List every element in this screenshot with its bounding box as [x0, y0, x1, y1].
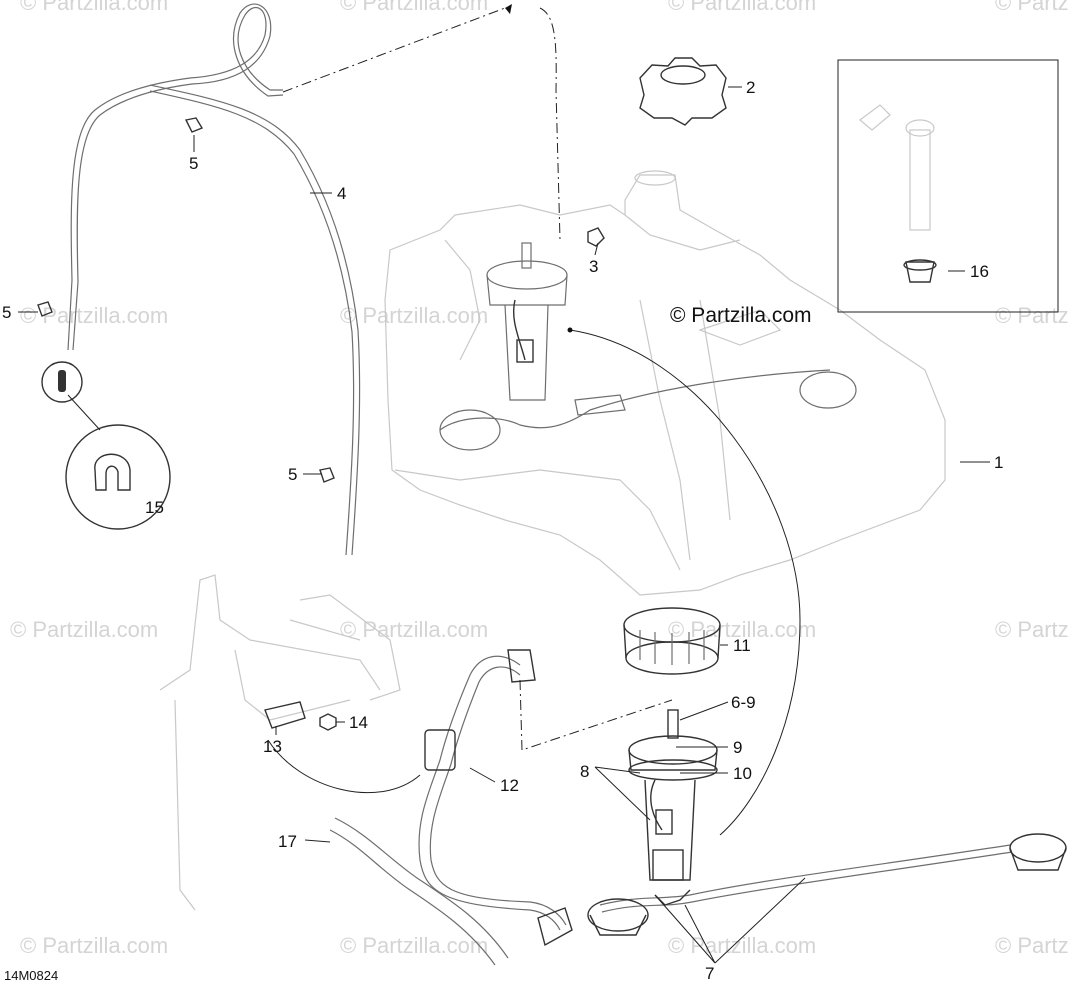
watermark: © Partzilla.com [668, 617, 816, 642]
watermark: © Partzilla.com [340, 617, 488, 642]
callout-16: 16 [970, 262, 989, 281]
callout-6-9: 6-9 [731, 693, 756, 712]
watermark: © Partzilla.com [995, 933, 1068, 958]
watermark: © Partzilla.com [340, 303, 488, 328]
callout-13: 13 [263, 737, 282, 756]
callouts: 1 2 3 4 5 5 5 6-9 7 8 9 10 11 12 13 14 1… [2, 78, 1003, 983]
watermark: © Partzilla.com [995, 0, 1068, 15]
watermark: © Partzilla.com [995, 303, 1068, 328]
vent-elbow [587, 227, 605, 247]
callout-4: 4 [337, 184, 346, 203]
callout-5: 5 [2, 303, 11, 322]
hose-clip [37, 301, 53, 317]
callout-17: 17 [278, 832, 297, 851]
watermark: © Partzilla.com [340, 933, 488, 958]
watermark: © Partzilla.com [20, 933, 168, 958]
fuel-pump-assembly [587, 709, 1067, 936]
hose [329, 817, 509, 966]
vehicle-frame [159, 574, 401, 911]
detail-leader [67, 394, 101, 431]
callout-11: 11 [733, 636, 751, 655]
hose-clip [184, 117, 204, 133]
callout-14: 14 [349, 713, 368, 732]
copyright-text: © Partzilla.com [670, 304, 812, 327]
watermark: © Partzilla.com [10, 617, 158, 642]
callout-15: 15 [145, 498, 164, 517]
diagram-code: 14M0824 [4, 968, 58, 983]
callout-7: 7 [705, 964, 714, 983]
callout-10: 10 [733, 764, 752, 783]
callout-5: 5 [288, 465, 297, 484]
watermark: © Partzilla.com [340, 0, 488, 15]
inset-box [837, 59, 1059, 313]
fuel-tank [384, 170, 946, 596]
detail-circle-small [41, 361, 83, 403]
callout-1: 1 [994, 453, 1003, 472]
hose-clip [319, 467, 335, 483]
installed-pump-ghost [439, 242, 857, 451]
detail-circle-large [65, 424, 171, 530]
assembly-lines [282, 4, 801, 836]
watermark: © Partzilla.com [668, 0, 816, 15]
watermark: © Partzilla.com [20, 0, 168, 15]
gas-cap [639, 57, 727, 126]
callout-8: 8 [580, 762, 589, 781]
fuel-filter-hose [418, 649, 573, 947]
watermark: © Partzilla.com [995, 617, 1068, 642]
callout-9: 9 [733, 738, 742, 757]
watermark-layer: © Partzilla.com © Partzilla.com © Partzi… [10, 0, 1068, 958]
fuel-line-hose [67, 3, 361, 556]
callout-2: 2 [746, 78, 755, 97]
clamp [264, 701, 306, 729]
lock-ring [623, 607, 721, 675]
callout-12: 12 [500, 776, 519, 795]
nut [319, 713, 337, 731]
callout-3: 3 [589, 257, 598, 276]
leader-lines [18, 86, 990, 964]
callout-5: 5 [189, 154, 198, 173]
